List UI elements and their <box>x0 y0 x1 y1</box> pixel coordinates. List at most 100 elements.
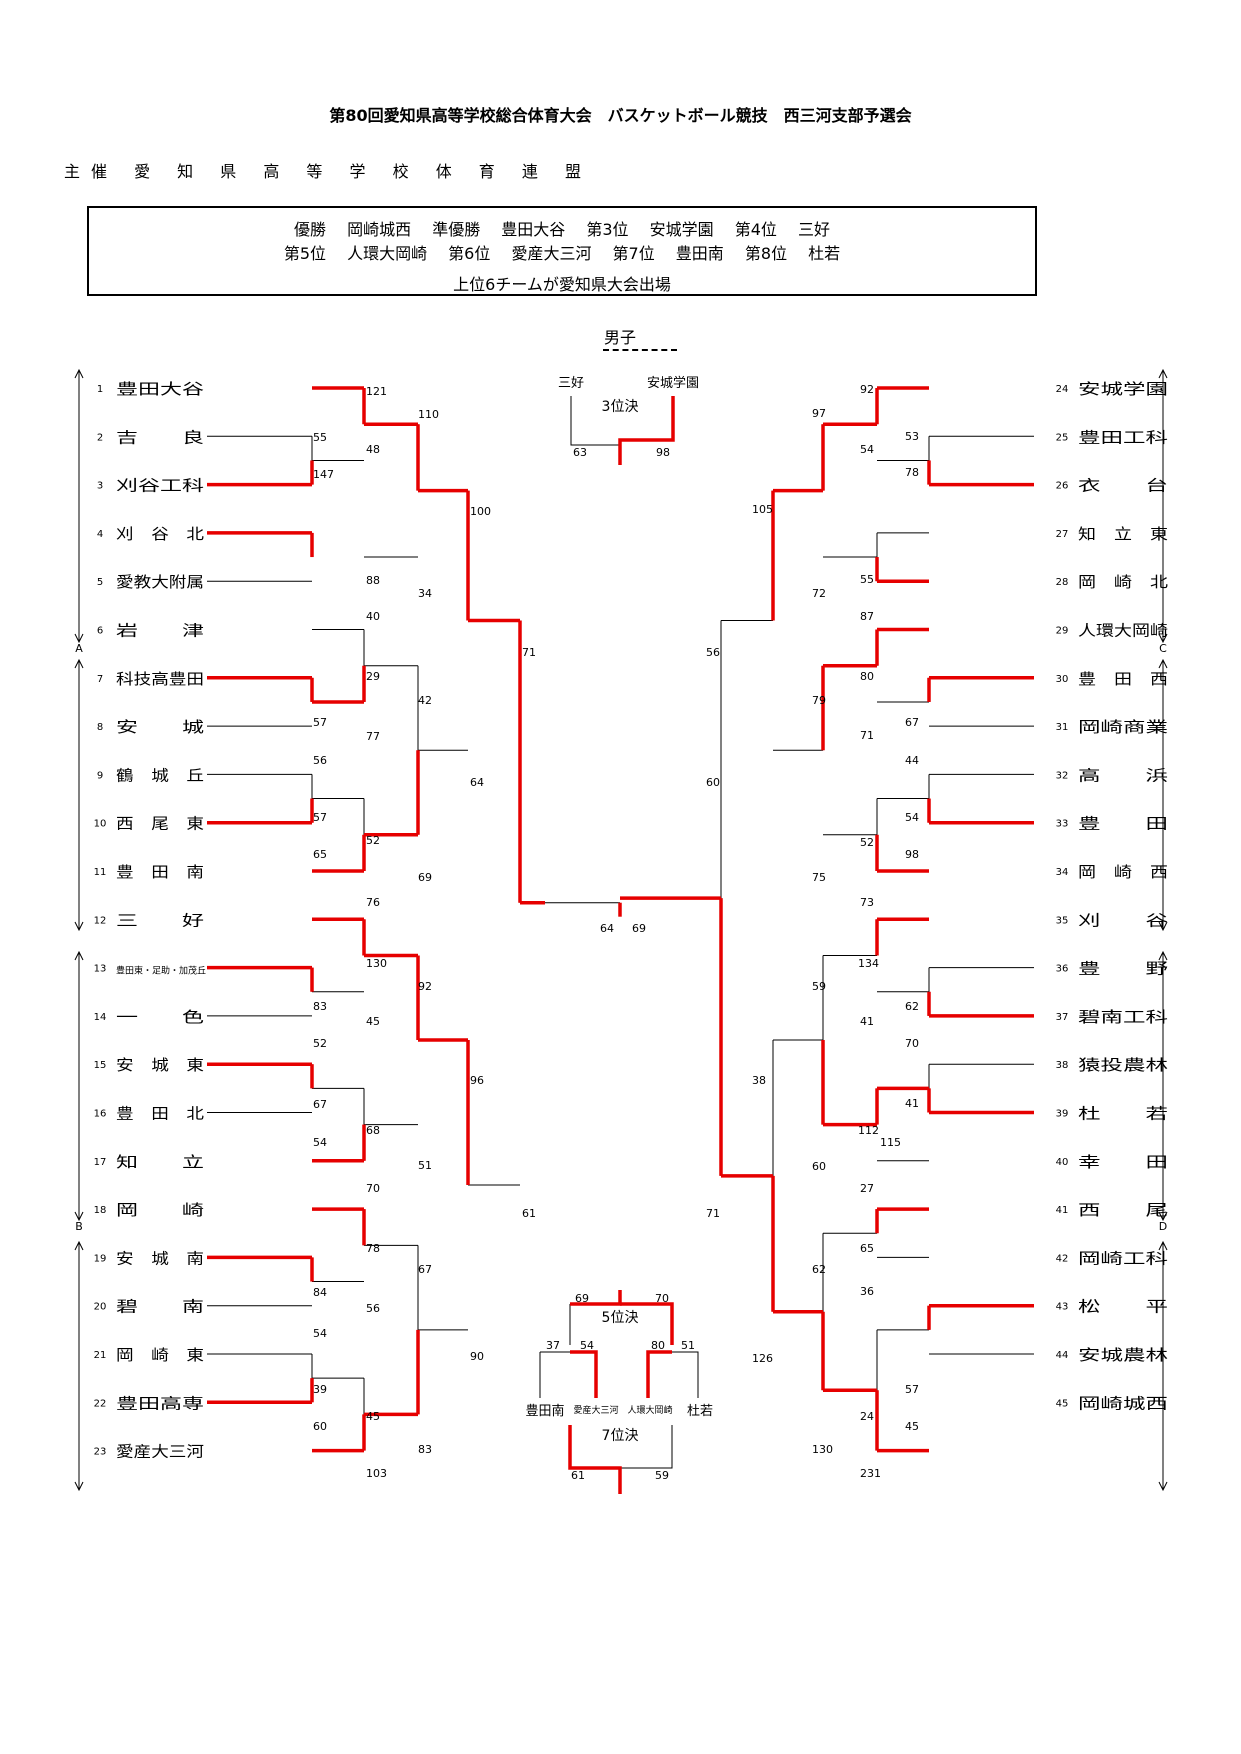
score-label: 52 <box>366 834 380 847</box>
score-label: 45 <box>366 1410 380 1423</box>
team-number: 31 <box>1056 722 1069 733</box>
team-name: 岡崎商業 <box>1078 718 1168 736</box>
score-label: 36 <box>860 1285 874 1298</box>
score-label: 96 <box>470 1074 484 1087</box>
score-label: 92 <box>860 383 874 396</box>
score-label: 130 <box>812 1443 833 1456</box>
team-name: 知 立 <box>116 1153 204 1171</box>
team-name: 安城農林 <box>1078 1346 1168 1364</box>
team-number: 6 <box>97 626 103 637</box>
team-name: 刈 谷 <box>1078 911 1168 929</box>
team-name: 岩 津 <box>116 622 204 640</box>
team-name: 碧 南 <box>116 1298 204 1316</box>
team-number: 30 <box>1056 674 1069 685</box>
team-name: 碧南工科 <box>1078 1008 1168 1026</box>
team-number: 38 <box>1056 1060 1069 1071</box>
score-label: 39 <box>313 1383 327 1396</box>
block-a-arrow <box>74 921 84 932</box>
score-label: 105 <box>752 503 773 516</box>
team-number: 19 <box>94 1253 107 1264</box>
score-label: 65 <box>313 848 327 861</box>
final-score-left: 64 <box>600 922 614 935</box>
team-number: 34 <box>1056 867 1069 878</box>
score-label: 54 <box>905 811 919 824</box>
score-label: 71 <box>860 729 874 742</box>
score-label: 40 <box>366 610 380 623</box>
team-number: 21 <box>94 1350 107 1361</box>
score-label: 83 <box>418 1443 432 1456</box>
block-d-arrow <box>1158 950 1168 961</box>
team-name: 杜 若 <box>1078 1105 1168 1123</box>
score-label: 45 <box>366 1015 380 1028</box>
team-number: 7 <box>97 674 103 685</box>
document-title: 第80回愛知県高等学校総合体育大会 バスケットボール競技 西三河支部予選会 <box>329 106 912 125</box>
section-label: 男子 <box>603 328 636 347</box>
team-number: 26 <box>1056 481 1069 492</box>
score-label: 41 <box>905 1097 919 1110</box>
third-place-team: 安城学園 <box>647 375 699 391</box>
team-number: 9 <box>97 770 103 781</box>
block-a-label: A <box>75 642 83 655</box>
score-label: 84 <box>313 1286 327 1299</box>
team-number: 32 <box>1056 770 1069 781</box>
bracket-lines <box>74 368 1168 1492</box>
score-label: 68 <box>366 1124 380 1137</box>
team-name: 安 城 <box>116 718 204 736</box>
team-number: 37 <box>1056 1012 1069 1023</box>
block-b-arrow <box>74 1211 84 1222</box>
seventh-place-team: 豊田南 <box>525 1403 564 1419</box>
score-label: 44 <box>905 754 919 767</box>
seventh-place-team: 人環大岡崎 <box>627 1404 672 1416</box>
score-label: 60 <box>313 1420 327 1433</box>
seventh-place-label: 7位決 <box>602 1428 639 1444</box>
score-label: 75 <box>812 871 826 884</box>
team-number: 12 <box>94 915 107 926</box>
winner-line <box>570 1350 598 1398</box>
team-name: 安城学園 <box>1078 380 1168 398</box>
fifth-place-score: 70 <box>655 1292 669 1305</box>
score-label: 73 <box>860 896 874 909</box>
team-name: 安 城 東 <box>116 1056 204 1074</box>
team-name: 刈 谷 北 <box>116 525 204 543</box>
score-label: 59 <box>812 980 826 993</box>
team-number: 45 <box>1056 1398 1069 1409</box>
team-name: 吉 良 <box>116 428 204 446</box>
team-name: 豊田大谷 <box>116 380 204 398</box>
team-number: 41 <box>1056 1205 1069 1216</box>
score-label: 45 <box>905 1420 919 1433</box>
score-label: 92 <box>418 980 432 993</box>
team-name: 岡 崎 <box>116 1201 204 1219</box>
score-label: 231 <box>860 1467 881 1480</box>
bracket-line <box>570 396 620 446</box>
fifth-place-semi-score: 51 <box>681 1339 695 1352</box>
team-number: 11 <box>94 867 107 878</box>
team-name: 岡 崎 東 <box>116 1346 204 1364</box>
block-d-arrow <box>1158 1240 1168 1251</box>
team-number: 13 <box>94 964 107 975</box>
seventh-place-team: 愛産大三河 <box>573 1404 618 1416</box>
score-label: 130 <box>366 957 387 970</box>
score-label: 61 <box>522 1207 536 1220</box>
score-label: 71 <box>522 646 536 659</box>
score-label: 52 <box>860 836 874 849</box>
team-name: 西 尾 <box>1078 1201 1168 1219</box>
score-label: 121 <box>366 385 387 398</box>
score-label: 41 <box>860 1015 874 1028</box>
block-a-arrow <box>74 658 84 669</box>
score-label: 34 <box>418 587 432 600</box>
team-name: 安 城 南 <box>116 1249 204 1267</box>
team-number: 40 <box>1056 1157 1069 1168</box>
team-name: 衣 台 <box>1078 477 1168 495</box>
team-name: 豊 田 北 <box>116 1105 204 1123</box>
team-number: 43 <box>1056 1302 1069 1313</box>
score-label: 88 <box>366 574 380 587</box>
section-underline <box>603 349 677 351</box>
block-a-arrow <box>74 633 84 644</box>
team-name: 一 色 <box>116 1008 204 1026</box>
seventh-place-score: 61 <box>571 1469 585 1482</box>
team-number: 18 <box>94 1205 107 1216</box>
team-name: 松 平 <box>1078 1298 1168 1316</box>
score-label: 110 <box>418 408 439 421</box>
team-number: 28 <box>1056 577 1069 588</box>
